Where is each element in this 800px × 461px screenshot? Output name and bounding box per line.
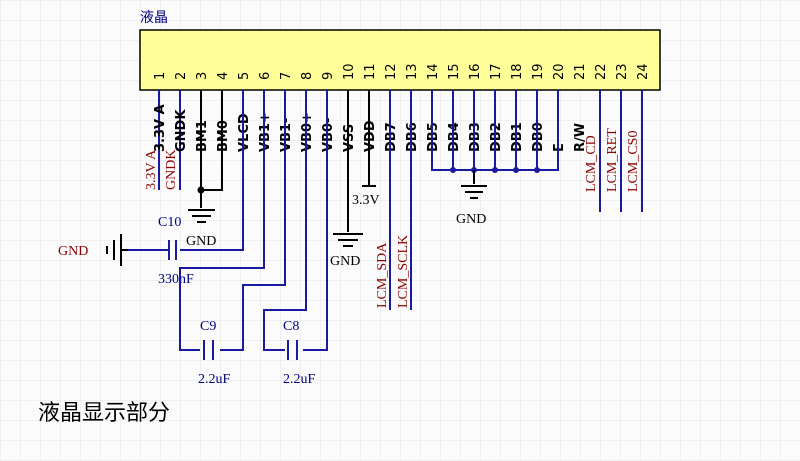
pin-label: 3.3V A — [153, 104, 168, 152]
pin-label: VLCD — [237, 113, 252, 152]
pin-labels: 3.3V A GNDK BM1 BM0 VLCD VB1+ VB1- VB0+ VB0- VSS V… — [153, 104, 588, 152]
c9-ref: C9 — [200, 319, 216, 334]
wire-db7-db6 — [389, 90, 412, 310]
wire-bm-link — [200, 90, 223, 191]
gnd-symbol-vss — [333, 90, 363, 247]
pin-label: BM0 — [216, 120, 231, 152]
pin-label: GNDK — [174, 109, 189, 152]
pin-number: 24 — [636, 63, 651, 80]
wire-vb1-plus — [179, 90, 265, 351]
wire-vb0-plus — [263, 90, 307, 351]
pin-label: DB5 — [426, 122, 441, 152]
pin-number: 4 — [216, 72, 231, 80]
pin-number: 7 — [279, 72, 294, 80]
component-title: 液晶 — [140, 10, 168, 26]
c10-value: 330nF — [158, 272, 194, 287]
lcd-component-body[interactable] — [139, 29, 661, 91]
c8-ref: C8 — [283, 319, 299, 334]
pin-label: VDD — [363, 120, 378, 152]
gnd-symbol-bm — [188, 190, 215, 223]
pin-label: BM1 — [195, 120, 210, 152]
net-lcm-ret: LCM_RET — [605, 128, 620, 192]
gnd-symbol-left — [106, 234, 128, 266]
pin-number: 11 — [363, 63, 378, 80]
c9-plates — [203, 340, 214, 360]
pin-number: 6 — [258, 72, 273, 80]
pin-number: 1 — [153, 72, 168, 80]
pin-label: VB1- — [279, 118, 294, 152]
vdd-power-symbol — [362, 90, 376, 187]
net-lcm-sclk: LCM_SCLK — [396, 235, 411, 308]
pin-label: DB2 — [489, 122, 504, 152]
pin-number: 12 — [384, 63, 399, 80]
pin-number: 20 — [552, 63, 567, 80]
gnd-label-bm: GND — [186, 234, 216, 249]
pin-label: DB7 — [384, 122, 399, 152]
pin-label: DB1 — [510, 122, 525, 152]
pin-number: 15 — [447, 63, 462, 80]
pin-number: 17 — [489, 63, 504, 80]
c10-ref: C10 — [158, 215, 181, 230]
pin-number: 10 — [342, 63, 357, 80]
c8-value: 2.2uF — [283, 372, 316, 387]
wire-vb1-minus — [220, 90, 286, 351]
gnd-label-left: GND — [58, 244, 88, 259]
pin-number: 22 — [594, 63, 609, 80]
diagram-caption: 液晶显示部分 — [38, 400, 170, 425]
pin-number: 19 — [531, 63, 546, 80]
pin-label: DB3 — [468, 122, 483, 152]
pin-label: VB0+ — [300, 112, 315, 152]
pin-label: DB6 — [405, 122, 420, 152]
pin-label: DB4 — [447, 122, 462, 152]
net-lcm-cs0: LCM_CS0 — [626, 131, 641, 192]
pin-number: 2 — [174, 72, 189, 80]
net-3v3-a: 3.3V A — [144, 149, 159, 190]
c8-plates — [287, 340, 298, 360]
pin-number: 13 — [405, 63, 420, 80]
pin-number: 21 — [573, 63, 588, 80]
wire-vlcd — [180, 90, 244, 251]
pin-label: VSS — [342, 124, 357, 152]
wire-vb0-minus — [303, 90, 328, 351]
pin-lines — [158, 90, 181, 190]
pin-label: VB0- — [321, 118, 336, 152]
pin-number: 23 — [615, 63, 630, 80]
pin-label: DB0 — [531, 122, 546, 152]
pin-number: 18 — [510, 63, 525, 80]
vdd-power-label: 3.3V — [352, 193, 380, 208]
gnd-label-db: GND — [456, 212, 486, 227]
gnd-label-vss: GND — [330, 254, 360, 269]
net-lcm-cd: LCM_CD — [584, 135, 599, 192]
pin-number: 14 — [426, 63, 441, 80]
pin-number: 5 — [237, 72, 252, 80]
c9-value: 2.2uF — [198, 372, 231, 387]
pin-number: 16 — [468, 63, 483, 80]
pin-label: E — [552, 143, 567, 152]
pin-label: R/W — [573, 123, 588, 152]
pin-number: 8 — [300, 72, 315, 80]
wire-right-nets — [599, 90, 643, 212]
pin-number: 9 — [321, 72, 336, 80]
net-gndk: GNDK — [164, 150, 179, 190]
pin-number: 3 — [195, 72, 210, 80]
net-lcm-sda: LCM_SDA — [375, 242, 390, 308]
db-junctions — [450, 167, 540, 173]
pin-label: VB1+ — [258, 112, 273, 152]
gnd-symbol-db — [461, 170, 487, 199]
